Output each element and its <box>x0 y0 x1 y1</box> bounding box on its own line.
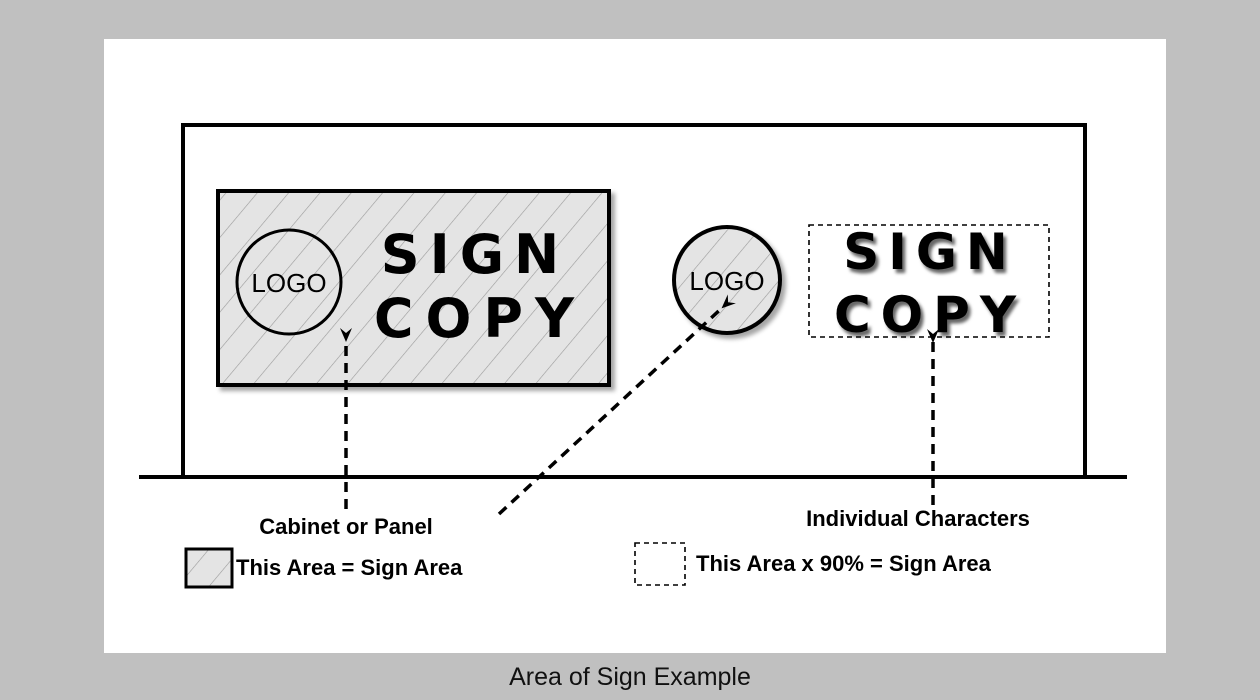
channel-sign: LOGO SIGN COPY <box>672 223 1050 344</box>
individual-label-title: Individual Characters <box>806 506 1030 531</box>
channel-logo-circle <box>672 225 782 335</box>
cabinet-sign-line2: COPY <box>374 287 586 350</box>
cabinet-sign-line1: SIGN <box>381 223 570 286</box>
figure-caption: Area of Sign Example <box>509 663 751 691</box>
cabinet-label-title: Cabinet or Panel <box>259 514 433 539</box>
sign-area-diagram: LOGO SIGN COPY LOGO SIGN COPY Cabinet or… <box>139 123 1127 589</box>
diagram-panel: LOGO SIGN COPY LOGO SIGN COPY Cabinet or… <box>104 39 1166 653</box>
cabinet-panel <box>216 189 611 387</box>
cabinet-logo-text: LOGO <box>251 268 326 298</box>
cabinet-label-rule: This Area = Sign Area <box>236 555 463 580</box>
channel-logo-text: LOGO <box>689 266 764 296</box>
channel-sign-line2: COPY <box>834 286 1026 344</box>
dashed-legend-swatch <box>634 542 686 586</box>
hatched-legend-swatch <box>184 547 234 589</box>
channel-sign-line1: SIGN <box>843 223 1017 281</box>
individual-label-rule: This Area x 90% = Sign Area <box>696 551 992 576</box>
cabinet-logo-circle <box>235 228 343 336</box>
cabinet-sign: LOGO SIGN COPY <box>216 189 611 387</box>
